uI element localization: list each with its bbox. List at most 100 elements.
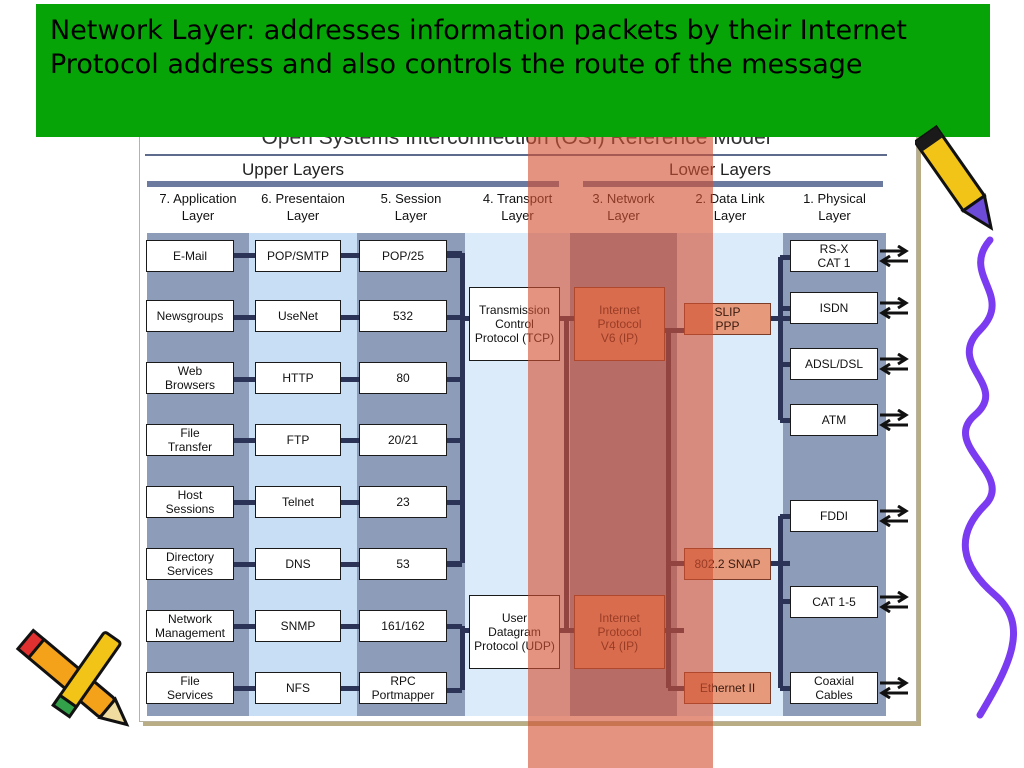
box-label-line: Services xyxy=(166,688,213,702)
box-label-line: Portmapper xyxy=(371,688,435,702)
session-box: 532 xyxy=(359,300,447,332)
box-label-line: CAT 1 xyxy=(817,256,851,270)
box-label-line: Ethernet II xyxy=(699,681,756,695)
connector-line xyxy=(446,376,462,382)
box-label-line: FTP xyxy=(286,433,310,447)
session-box: 20/21 xyxy=(359,424,447,456)
bidirectional-arrow-icon xyxy=(879,591,909,613)
box-label-line: Management xyxy=(154,626,226,640)
upper-layers-label: Upper Layers xyxy=(242,160,345,179)
connector-line xyxy=(446,252,462,258)
box-label: 80 xyxy=(396,371,409,385)
box-label-line: Datagram xyxy=(488,625,541,639)
box-label: CAT 1-5 xyxy=(812,595,856,609)
connector-line xyxy=(234,623,255,629)
connector-line xyxy=(340,314,360,320)
column-header-line: 1. Physical xyxy=(803,191,866,206)
session-box: 161/162 xyxy=(359,610,447,642)
application-box: Newsgroups xyxy=(146,300,234,332)
box-label-line: 80 xyxy=(396,371,410,385)
box-label-line: UseNet xyxy=(277,309,318,323)
bidirectional-arrow-icon xyxy=(879,677,909,699)
box-label-line: Sessions xyxy=(165,502,215,516)
session-box: POP/25 xyxy=(359,240,447,272)
session-box: 80 xyxy=(359,362,447,394)
box-label: Ethernet II xyxy=(700,681,755,695)
box-label-line: E-Mail xyxy=(172,249,207,263)
box-label-line: ADSL/DSL xyxy=(804,357,864,371)
box-label: FTP xyxy=(287,433,310,447)
box-label: 20/21 xyxy=(388,433,418,447)
box-label: DNS xyxy=(285,557,310,571)
box-label: E-Mail xyxy=(173,249,207,263)
connector-line xyxy=(446,499,462,505)
column-header-line: Layer xyxy=(181,208,215,223)
bidirectional-arrow-icon xyxy=(879,409,909,431)
column-header-line: 6. Presentaion xyxy=(261,191,345,206)
box-label-line: Network xyxy=(167,612,212,626)
presentation-box: HTTP xyxy=(255,362,341,394)
connector-line xyxy=(780,513,790,519)
box-label-line: User xyxy=(501,611,528,625)
box-label-line: File xyxy=(180,426,200,440)
pencil-clipart-icon xyxy=(915,124,994,231)
connector-line xyxy=(340,499,360,505)
box-label-line: 20/21 xyxy=(387,433,419,447)
connector-line xyxy=(780,598,790,604)
column-header-line: Layer xyxy=(394,208,428,223)
box-label-line: PPP xyxy=(715,319,740,333)
upper-layers-bar xyxy=(147,181,559,187)
slide-title: Network Layer: addresses information pac… xyxy=(50,15,907,80)
connector-line xyxy=(780,685,790,691)
box-label-line: RPC xyxy=(390,674,416,688)
box-label: FDDI xyxy=(820,509,848,523)
bidirectional-arrow-icon xyxy=(879,353,909,375)
box-label-line: RS-X xyxy=(819,242,849,256)
box-label-line: CAT 1-5 xyxy=(812,595,856,609)
box-label: POP/25 xyxy=(382,249,424,263)
physical-box: ADSL/DSL xyxy=(790,348,878,380)
box-label-line: Coaxial xyxy=(813,674,855,688)
box-label-line: Browsers xyxy=(164,378,215,392)
presentation-box: NFS xyxy=(255,672,341,704)
box-label: 23 xyxy=(396,495,409,509)
box-label: ADSL/DSL xyxy=(805,357,863,371)
pencils-clipart-icon xyxy=(15,628,130,727)
connector-line xyxy=(446,623,462,629)
box-label: ISDN xyxy=(820,301,849,315)
box-label: 532 xyxy=(393,309,413,323)
box-label-line: Transfer xyxy=(167,440,213,454)
presentation-box: Telnet xyxy=(255,486,341,518)
connector-line xyxy=(446,437,462,443)
network-layer-highlight xyxy=(528,136,713,768)
connector-line xyxy=(446,561,462,567)
box-label-line: ISDN xyxy=(819,301,849,315)
presentation-box: DNS xyxy=(255,548,341,580)
box-label-line: 532 xyxy=(392,309,414,323)
box-label-line: Services xyxy=(166,564,213,578)
lower-layers-bar xyxy=(583,181,883,187)
physical-box: ISDN xyxy=(790,292,878,324)
bidirectional-arrow-icon xyxy=(879,505,909,527)
box-label: Telnet xyxy=(282,495,314,509)
connector-line xyxy=(446,314,462,320)
column-header-line: Layer xyxy=(286,208,320,223)
application-box: E-Mail xyxy=(146,240,234,272)
column-header-line: 7. Application xyxy=(159,191,237,206)
